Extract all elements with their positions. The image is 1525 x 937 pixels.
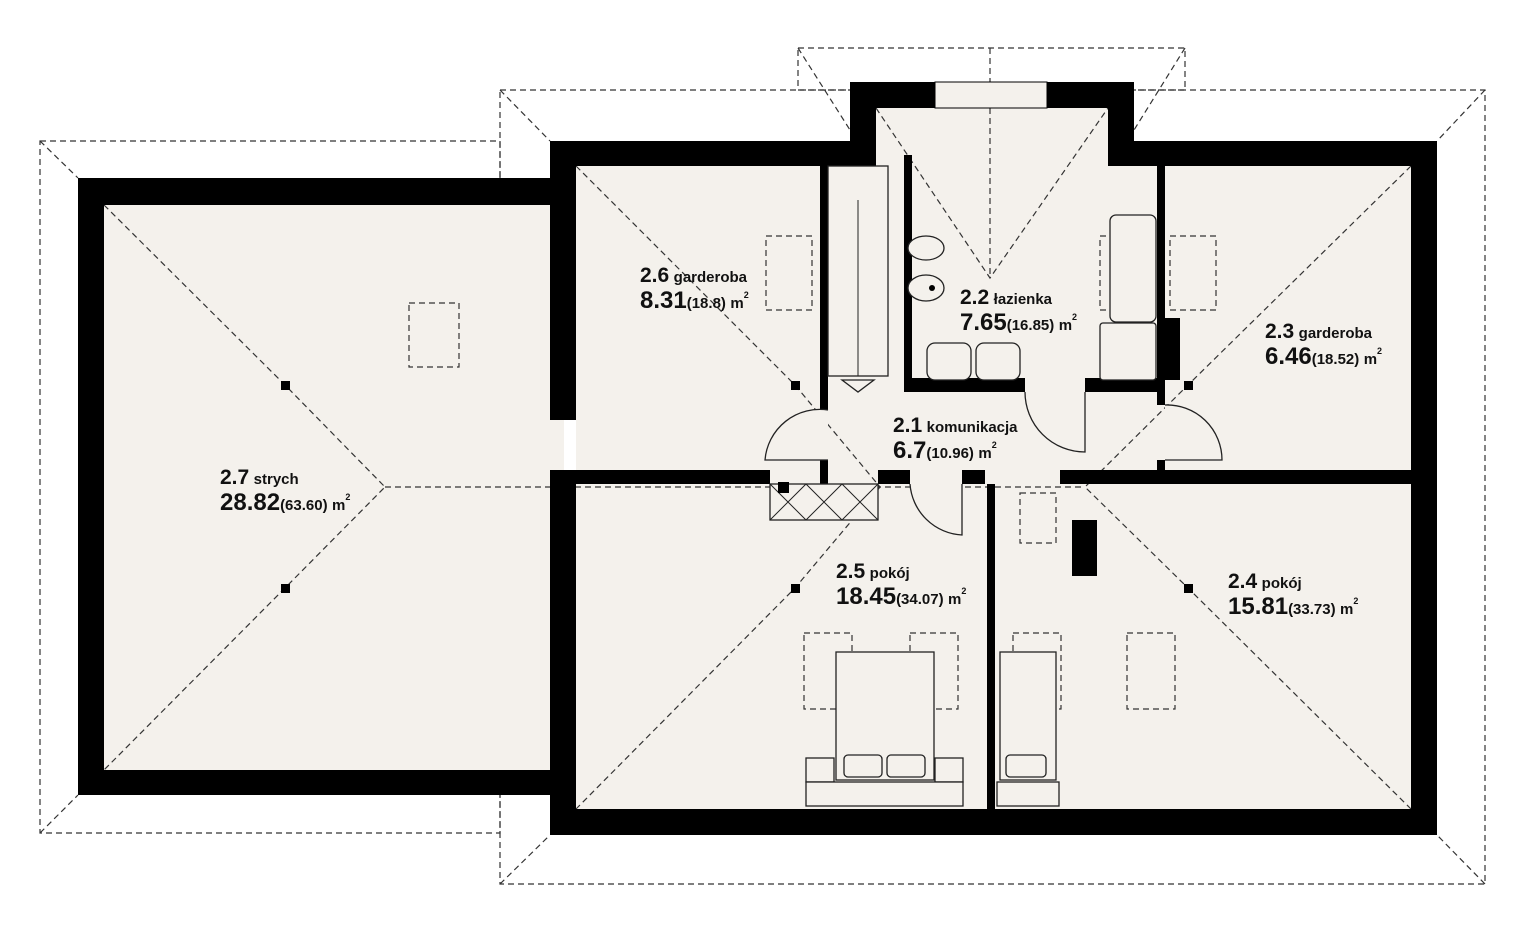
room-label-room-2-4: 2.4 pokój 15.81(33.73) m2 <box>1228 570 1358 620</box>
svg-text:2.4 pokój: 2.4 pokój <box>1228 570 1302 593</box>
beds <box>805 651 1060 807</box>
staircase <box>827 165 889 393</box>
svg-text:2.1 komunikacja: 2.1 komunikacja <box>893 414 1018 437</box>
ventilation-shafts <box>769 482 879 521</box>
floor-dormer <box>876 108 1108 178</box>
room-label-room-2-5: 2.5 pokój 18.45(34.07) m2 <box>836 560 966 610</box>
svg-text:2.2 łazienka: 2.2 łazienka <box>960 286 1053 309</box>
room-label-attic: 2.7 strych 28.82(63.60) m2 <box>220 466 350 516</box>
svg-text:18.45(34.07) m2: 18.45(34.07) m2 <box>836 583 966 610</box>
doors <box>764 391 1223 536</box>
room-label-bathroom: 2.2 łazienka 7.65(16.85) m2 <box>960 286 1077 336</box>
bathroom-fixtures <box>907 214 1157 381</box>
room-label-wardrobe-2-3: 2.3 garderoba 6.46(18.52) m2 <box>1265 320 1382 370</box>
svg-text:8.31(18.8) m2: 8.31(18.8) m2 <box>640 287 749 314</box>
svg-text:2.7 strych: 2.7 strych <box>220 466 299 489</box>
svg-text:6.46(18.52) m2: 6.46(18.52) m2 <box>1265 343 1382 370</box>
svg-text:6.7(10.96) m2: 6.7(10.96) m2 <box>893 437 997 464</box>
walls <box>78 81 1437 835</box>
svg-text:2.3 garderoba: 2.3 garderoba <box>1265 320 1373 343</box>
svg-text:2.5 pokój: 2.5 pokój <box>836 560 910 583</box>
room-label-hallway: 2.1 komunikacja 6.7(10.96) m2 <box>893 414 1018 464</box>
svg-text:2.6 garderoba: 2.6 garderoba <box>640 264 748 287</box>
svg-text:15.81(33.73) m2: 15.81(33.73) m2 <box>1228 593 1358 620</box>
ridge-points <box>281 381 1193 593</box>
svg-text:28.82(63.60) m2: 28.82(63.60) m2 <box>220 489 350 516</box>
room-label-wardrobe-2-6: 2.6 garderoba 8.31(18.8) m2 <box>640 264 749 314</box>
window <box>934 81 1048 109</box>
svg-text:7.65(16.85) m2: 7.65(16.85) m2 <box>960 309 1077 336</box>
